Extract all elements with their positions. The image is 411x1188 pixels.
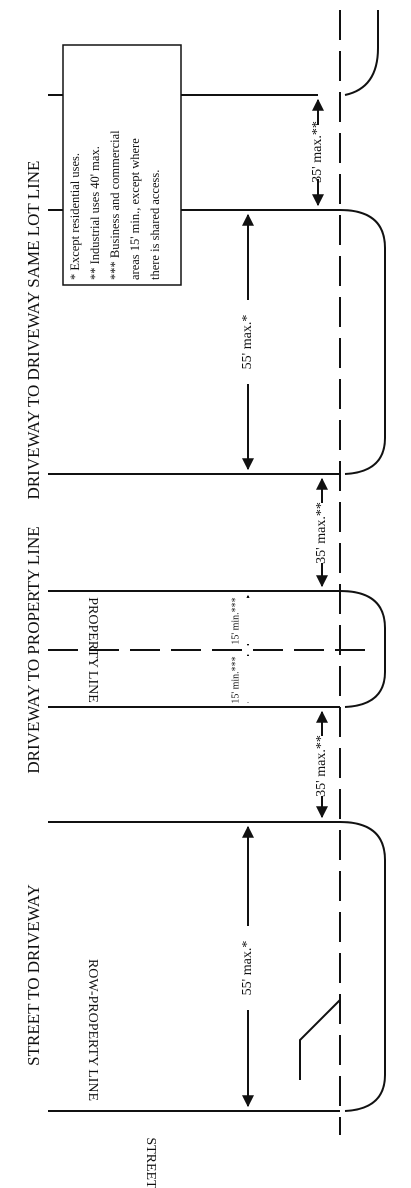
note-line-4: areas 15' min., except where (128, 138, 142, 280)
note-line-2: ** Industrial uses 40' max. (88, 146, 102, 280)
dim-label-bg-3 (310, 503, 334, 563)
notes-text: * Except residential uses. ** Industrial… (68, 130, 162, 280)
dim-label-bg-2 (236, 300, 260, 384)
dim-label-bg-6 (310, 736, 334, 796)
dim-label-7: 55' max.* (240, 941, 255, 996)
section-label-same-lot: DRIVEWAY TO DRIVEWAY SAME LOT LINE (24, 161, 43, 500)
dim-label-1: 35' max.** (310, 121, 325, 183)
street-label: STREET (143, 1137, 158, 1188)
dim-label-2: 55' max.* (240, 315, 255, 370)
row-property-corner (299, 999, 341, 1080)
note-line-1: * Except residential uses. (68, 153, 82, 280)
property-line-label: PROPERTY LINE (85, 597, 100, 703)
row-property-line-label: ROW-PROPERTY LINE (85, 959, 100, 1101)
dim-label-4: 15' min.*** (230, 597, 241, 644)
dim-label-5: 15' min.*** (230, 656, 241, 703)
dim-label-bg-1 (306, 125, 330, 179)
section-label-street: STREET TO DRIVEWAY (24, 884, 43, 1066)
dim-label-3: 35' max.** (314, 502, 329, 564)
curb-flare-1 (339, 209, 386, 475)
curb-flare-2 (339, 590, 386, 708)
dim-label-6: 35' max.** (314, 735, 329, 797)
dim-label-bg-4 (240, 598, 256, 644)
note-line-3: *** Business and commercial (108, 130, 122, 280)
section-label-property: DRIVEWAY TO PROPERTY LINE (24, 526, 43, 773)
notes-box (62, 44, 182, 286)
dim-label-bg-5 (240, 656, 256, 702)
dim-label-bg-7 (236, 926, 260, 1010)
curb-flare-3 (339, 821, 386, 1112)
curb-line-top (344, 10, 379, 96)
note-line-5: there is shared access. (148, 170, 162, 280)
